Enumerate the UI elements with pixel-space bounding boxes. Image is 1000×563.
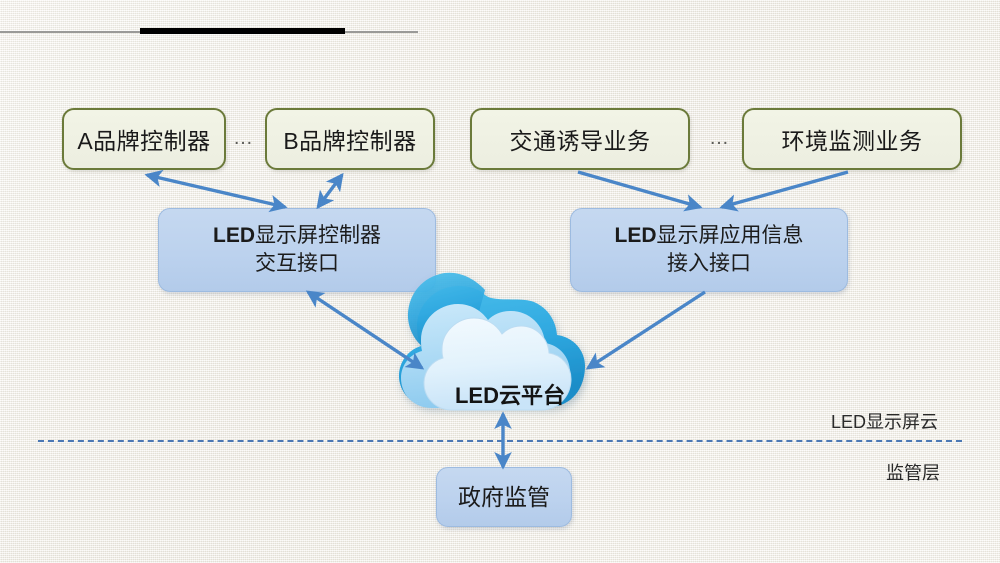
cloud-front-layer [423,317,572,411]
layer-label-supervision: 监管层 [886,463,940,483]
arrow-environment-service-to-right-interface [719,170,849,212]
box-traffic-guidance-service[interactable]: 交通诱导业务 [470,108,690,170]
box-led-application-access-interface[interactable]: LED显示屏应用信息 接入接口 [570,208,848,292]
box-government-supervision[interactable]: 政府监管 [436,467,572,527]
right-interface-line2: 接入接口 [667,252,751,275]
box-traffic-guidance-service-label: 交通诱导业务 [509,128,651,154]
box-brand-a-controller-label: A品牌控制器 [77,128,211,154]
layer-label-led-cloud: LED显示屏云 [831,412,939,432]
box-brand-b-controller-label: B品牌控制器 [283,128,417,154]
right-interface-line1: LED显示屏应用信息 [615,222,804,250]
box-government-supervision-label: 政府监管 [458,483,550,510]
cloud-caption: LED云平台 [454,383,565,408]
box-environment-monitoring-service[interactable]: 环境监测业务 [742,108,962,170]
left-interface-line2: 交互接口 [255,252,339,275]
arrow-traffic-service-to-right-interface [577,170,703,212]
controller-ellipsis: … [233,127,255,149]
box-environment-monitoring-service-label: 环境监测业务 [781,128,923,154]
box-brand-b-controller[interactable]: B品牌控制器 [265,108,435,170]
service-ellipsis: … [709,127,731,149]
arrow-left-interface-to-cloud [305,290,425,370]
arrow-right-interface-to-cloud [585,290,706,370]
left-interface-line1-cjk: 显示屏控制器 [255,224,381,248]
right-interface-line1-cjk: 显示屏应用信息 [656,224,804,248]
right-interface-line1-latin: LED [614,224,657,248]
box-led-controller-interaction-interface[interactable]: LED显示屏控制器 交互接口 [158,208,436,292]
left-interface-line1-latin: LED [213,224,255,248]
arrow-b-controller-to-left-interface [316,172,344,210]
arrow-a-controller-to-left-interface [144,169,288,213]
box-brand-a-controller[interactable]: A品牌控制器 [62,108,226,170]
header-thick-rule [140,28,345,34]
left-interface-line1: LED显示屏控制器 [213,222,381,250]
